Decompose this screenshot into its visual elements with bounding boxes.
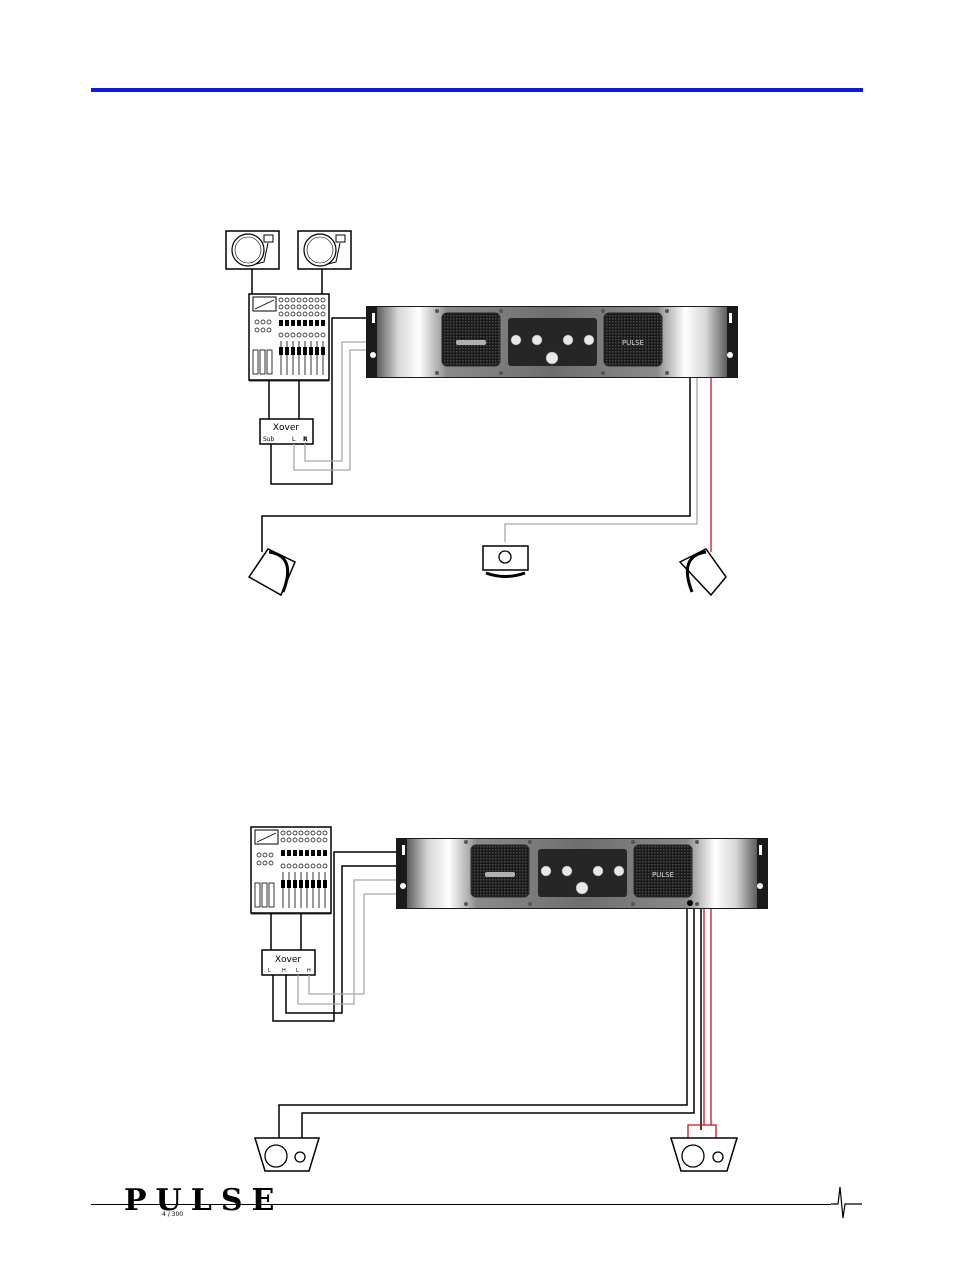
turntable-1 [226,231,279,269]
speaker-right-2 [671,1138,737,1171]
crossover-1-title: Xover [273,423,300,433]
amplifier-1: PULSE [366,306,738,378]
mixer-1 [249,294,329,381]
crossover-2: Xover L H L H [262,950,315,975]
svg-text:PULSE: PULSE [622,339,644,347]
crossover-2-title: Xover [275,955,302,965]
crossover-2-l1-label: L [268,968,271,974]
speaker-left-1 [249,549,295,595]
crossover-1-r-label: R [303,436,308,443]
amplifier-2: PULSE [396,838,768,909]
footer-rule [91,1204,831,1205]
diagram-2: Xover L H L H [251,827,768,1171]
crossover-1: Xover Sub L R [260,419,313,444]
subwoofer-1 [483,546,528,577]
pulse-line-icon [831,1187,862,1218]
speaker-right-1 [680,549,726,595]
speaker-left-2 [255,1138,319,1171]
mixer-2 [251,827,331,914]
diagram-1: Xover Sub L R [226,231,738,595]
logo-model: 4 / 300 [162,1211,183,1218]
footer-logo: PULSE 4 / 300 [124,1183,283,1218]
crossover-2-h1-label: H [282,968,286,974]
logo-wordmark: PULSE [124,1183,283,1218]
crossover-1-sub-label: Sub [263,436,275,443]
crossover-2-h2-label: H [307,968,311,974]
crossover-2-l2-label: L [296,968,299,974]
turntable-2 [298,231,351,269]
svg-text:PULSE: PULSE [652,871,674,879]
